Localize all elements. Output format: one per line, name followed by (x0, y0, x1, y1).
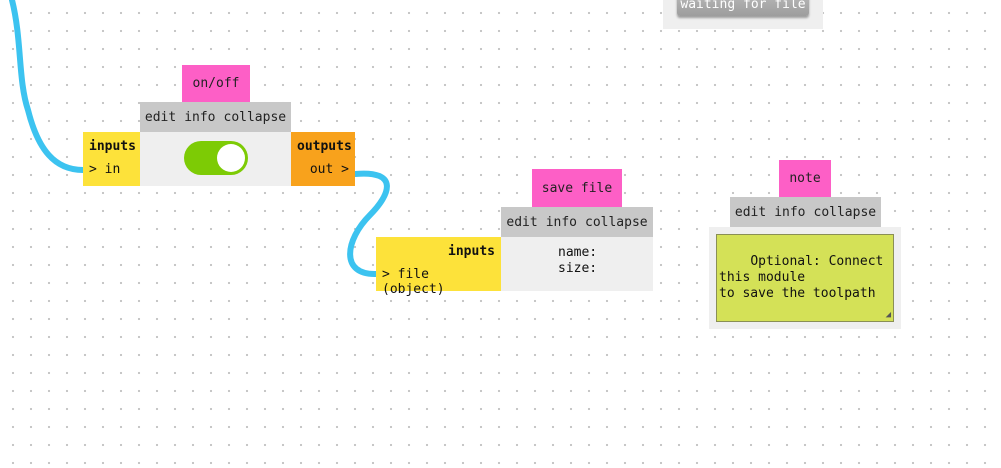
wire-to-onoff-in[interactable] (9, 0, 86, 173)
onoff-collapse-link[interactable]: collapse (223, 109, 287, 125)
onoff-edit-link[interactable]: edit (144, 109, 177, 125)
note-module-title[interactable]: note (779, 160, 831, 197)
save-file-module-title[interactable]: save file (532, 169, 622, 207)
onoff-outputs-header: outputs (297, 139, 352, 154)
waiting-module-panel: waiting for file (663, 0, 823, 29)
save-file-inputs-panel: inputs > file (object) (376, 237, 501, 297)
onoff-title-text: on/off (192, 76, 240, 91)
onoff-outputs-panel: outputs out > (291, 132, 355, 186)
onoff-info-link[interactable]: info (184, 109, 216, 125)
note-module-toolbar: edit info collapse (730, 197, 881, 227)
save-file-input-port-file[interactable]: > file (object) (382, 267, 445, 297)
note-textarea[interactable]: Optional: Connect this module to save th… (716, 234, 894, 322)
toggle-knob (217, 144, 245, 172)
resize-grip-icon[interactable]: ◢ (885, 310, 891, 320)
onoff-module-title[interactable]: on/off (182, 65, 250, 102)
note-edit-link[interactable]: edit (734, 204, 767, 220)
onoff-inputs-header: inputs (89, 139, 136, 154)
note-info-link[interactable]: info (774, 204, 806, 220)
note-title-text: note (789, 171, 821, 186)
note-text: Optional: Connect this module to save th… (719, 254, 884, 301)
save-file-collapse-link[interactable]: collapse (585, 214, 648, 230)
waiting-for-file-button[interactable]: waiting for file (677, 0, 809, 16)
onoff-inputs-panel: inputs > in (83, 132, 140, 186)
save-file-inputs-header: inputs (448, 244, 495, 259)
note-module-body: Optional: Connect this module to save th… (709, 227, 901, 329)
save-file-size-label: size: (558, 261, 598, 276)
onoff-module-body (140, 132, 291, 186)
save-file-module-body: name: size: (501, 237, 653, 291)
onoff-module-toolbar: edit info collapse (140, 102, 291, 132)
onoff-toggle-switch[interactable] (184, 141, 248, 175)
save-file-module-toolbar: edit info collapse (501, 207, 653, 237)
save-file-title-text: save file (541, 180, 613, 196)
onoff-output-port-out[interactable]: out > (309, 162, 349, 177)
save-file-edit-link[interactable]: edit (506, 214, 538, 230)
save-file-name-label: name: (558, 245, 598, 260)
note-collapse-link[interactable]: collapse (813, 204, 877, 220)
save-file-info-link[interactable]: info (545, 214, 577, 230)
onoff-input-port-in[interactable]: > in (89, 162, 121, 177)
